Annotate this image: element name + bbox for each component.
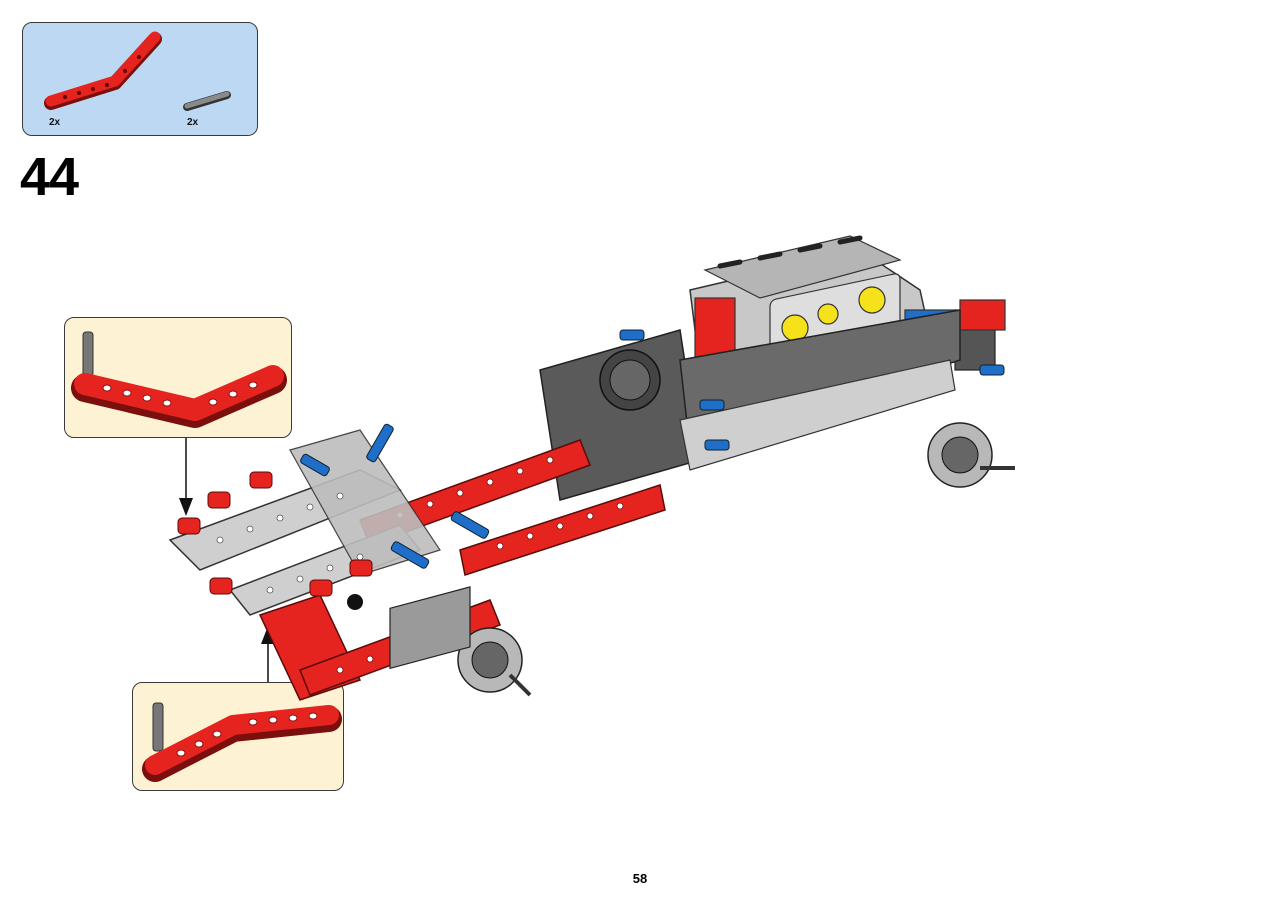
down-arrow-icon: [179, 438, 193, 516]
lower-callout-box: [132, 682, 344, 791]
part-quantity-liftarm: 2x: [49, 117, 61, 128]
parts-list-box: 2x 2x: [22, 22, 258, 136]
part-quantity-axle-pin: 2x: [187, 117, 199, 128]
upper-callout-box: [64, 317, 292, 438]
step-number: 44: [20, 147, 79, 207]
callout-liftarm-with-pin-icon: [71, 331, 287, 428]
callout-liftarm-with-pin-icon: [142, 702, 342, 782]
vehicle-chassis-model-illustration: [168, 235, 1015, 701]
red-bent-liftarm-icon: [44, 31, 162, 110]
grey-axle-pin-icon: [183, 91, 231, 111]
front-frame: [168, 423, 532, 697]
page-number: 58: [632, 871, 648, 886]
rear-frame: [539, 309, 1015, 501]
